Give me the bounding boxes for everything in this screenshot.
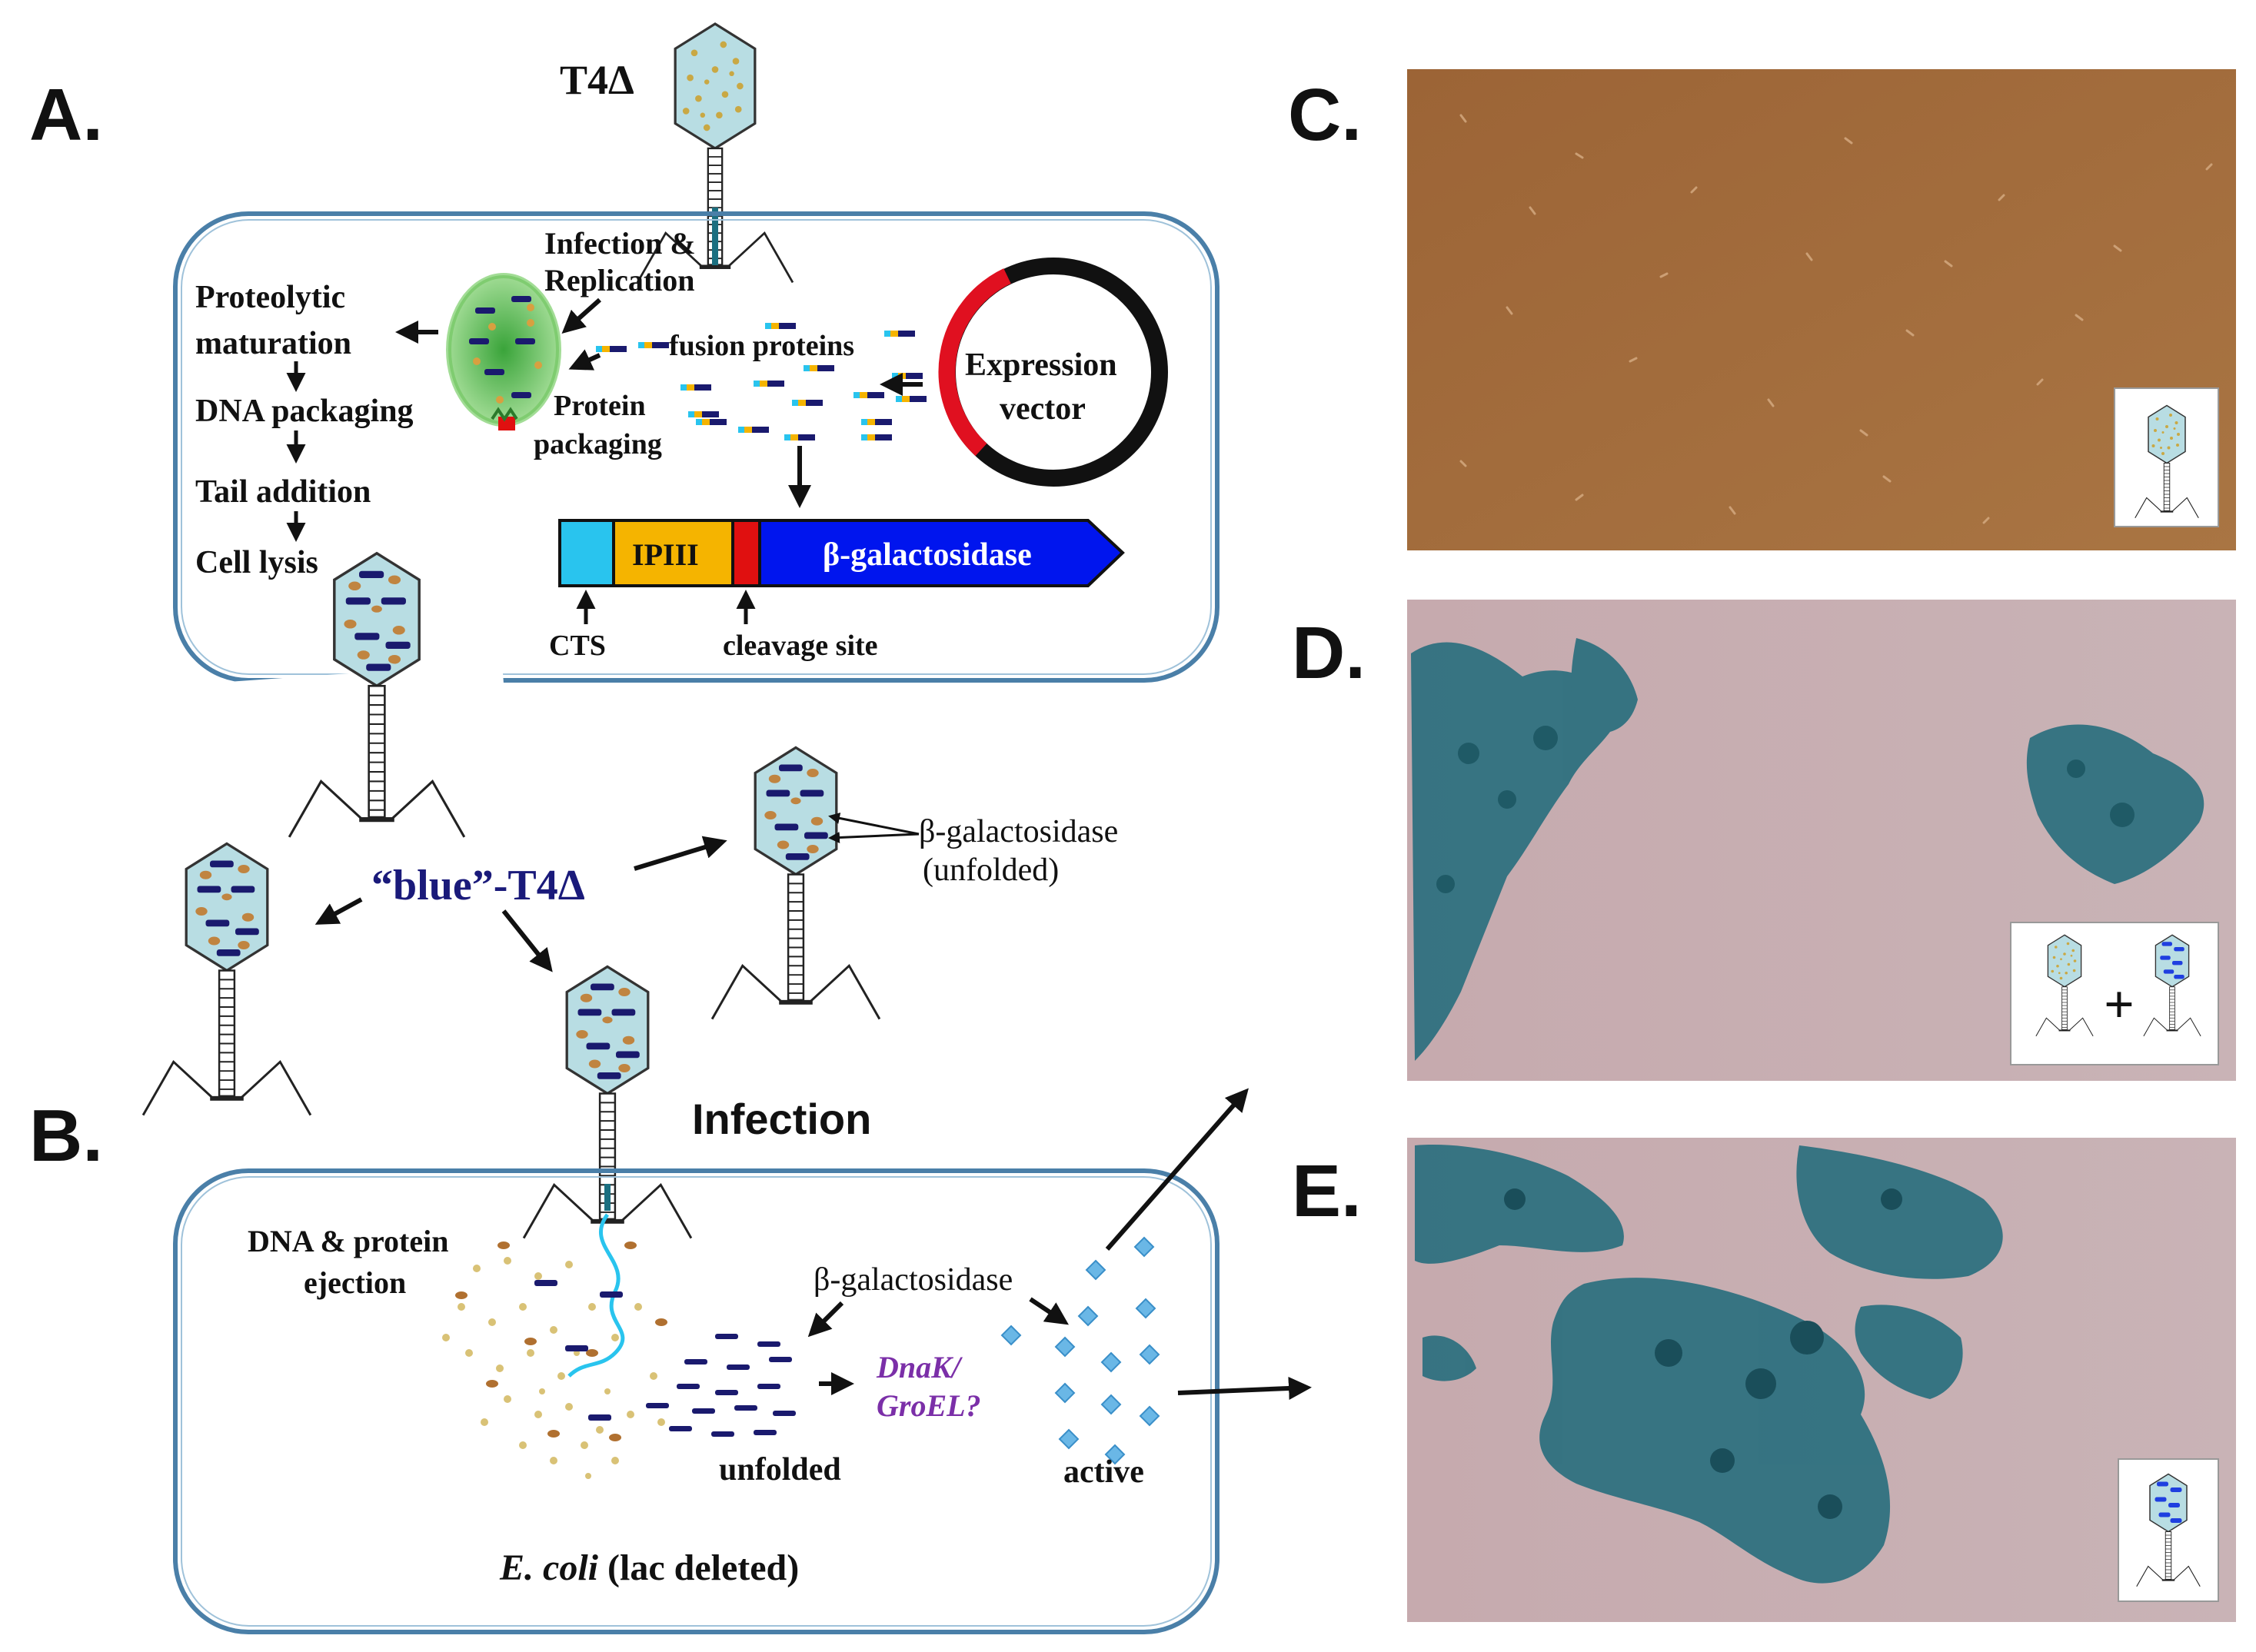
- plate-e-photo: [1407, 1138, 2236, 1622]
- blue-phage-right-icon: [710, 746, 881, 1021]
- blue-t4delta-label: “blue”-T4Δ: [371, 862, 585, 909]
- arrow-to-plate-d: [1105, 1088, 1249, 1251]
- protein-packaging-label-1: Protein: [554, 390, 646, 422]
- infection-replication-label-2: Replication: [544, 263, 695, 297]
- bgal-pointer-1: [828, 812, 920, 836]
- arrow-to-middle-phage: [501, 909, 553, 972]
- expression-vector-label-2: vector: [1000, 391, 1086, 427]
- infection-label: Infection: [692, 1095, 871, 1143]
- segment-ipiii-label: IPIII: [632, 537, 699, 572]
- step-proteolytic: Proteolytic: [195, 280, 345, 315]
- arrow-infection: [561, 297, 601, 334]
- unfolded-label: unfolded: [719, 1452, 841, 1487]
- plate-d-photo: [1407, 600, 2236, 1081]
- active-label: active: [1063, 1454, 1144, 1490]
- infection-replication-label-1: Infection &: [544, 226, 696, 261]
- fusion-construct-bar: [558, 519, 1125, 587]
- panel-letter-c: C.: [1288, 74, 1362, 156]
- ecoli-label: E. coli (lac deleted): [499, 1547, 799, 1588]
- phage-label-t4delta: T4Δ: [560, 57, 634, 103]
- unfolded-proteins-group: [646, 1334, 796, 1437]
- panel-letter-e: E.: [1292, 1150, 1362, 1232]
- bgal-pointer-2: [828, 831, 920, 843]
- arrow-to-right-phage: [634, 836, 727, 871]
- panel-letter-d: D.: [1292, 612, 1366, 694]
- arrow-to-left-phage: [314, 897, 363, 925]
- fusion-proteins-scatter: [596, 323, 927, 440]
- plate-c-photo: [1407, 69, 2236, 550]
- active-enzymes-group: [1000, 1236, 1160, 1465]
- cleavage-site-label: cleavage site: [723, 630, 878, 662]
- dna-protein-ejection-label-1: DNA & protein: [248, 1224, 448, 1258]
- plate-d-inset-blue-phage-icon: [2143, 934, 2201, 1037]
- ecoli-name: E. coli: [499, 1547, 599, 1588]
- cts-label: CTS: [549, 630, 606, 662]
- ejected-contents-cloud: [442, 1213, 667, 1479]
- lac-deleted-label: (lac deleted): [598, 1547, 799, 1588]
- expression-vector-plasmid: [938, 258, 1168, 487]
- cell-outline-b: [173, 1168, 1220, 1634]
- arrow-to-plate-e: [1177, 1377, 1312, 1400]
- bgal-unfolded-label-2: (unfolded): [923, 853, 1059, 888]
- bgal-label-b: β-galactosidase: [814, 1262, 1013, 1298]
- arrow-bgal-active: [1029, 1297, 1069, 1325]
- step-maturation: maturation: [195, 326, 351, 361]
- chaperones-label-1: DnaK/: [876, 1350, 963, 1384]
- arrow-bgal-unfolded: [807, 1301, 844, 1338]
- dna-protein-ejection-label-2: ejection: [304, 1265, 406, 1300]
- cell-outline-a: [173, 211, 1220, 683]
- bgal-unfolded-label-1: β-galactosidase: [919, 814, 1118, 849]
- panel-letter-b: B.: [29, 1095, 103, 1177]
- step-dna-packaging: DNA packaging: [195, 394, 414, 429]
- panel-letter-a: A.: [29, 74, 103, 156]
- protein-packaging-label-2: packaging: [534, 428, 662, 460]
- arrow-protein-packaging: [568, 349, 601, 371]
- chaperones-label-2: GroEL?: [877, 1388, 981, 1423]
- expression-vector-label-1: Expression: [965, 347, 1117, 383]
- fusion-proteins-label: fusion proteins: [669, 330, 854, 362]
- segment-bgal-label: β-galactosidase: [823, 537, 1032, 573]
- step-cell-lysis: Cell lysis: [195, 545, 318, 580]
- plate-d-plus-sign: +: [2104, 976, 2135, 1035]
- step-tail-addition: Tail addition: [195, 474, 371, 510]
- replicating-phage-body: [446, 273, 561, 430]
- blue-phage-left-icon: [141, 842, 312, 1117]
- plate-e-inset-blue-phage-icon: [2136, 1473, 2201, 1587]
